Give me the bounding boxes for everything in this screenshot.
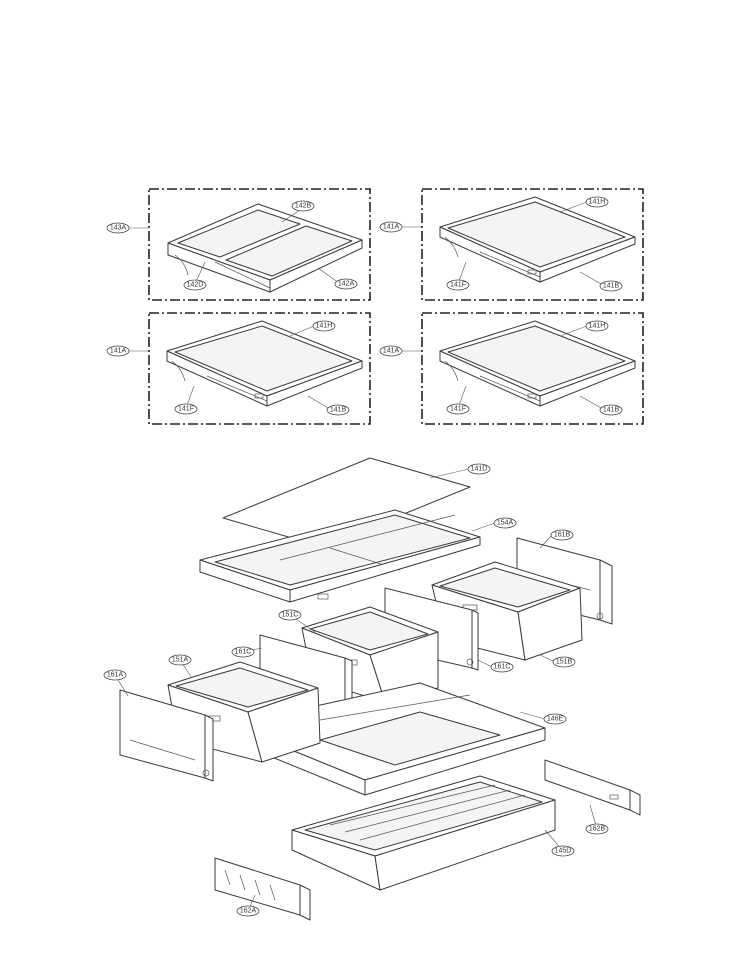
- callout-label: 141F: [450, 406, 466, 413]
- callout-142a: 142A: [334, 278, 358, 290]
- callout-label: 141H: [589, 323, 606, 330]
- callout-label: 143A: [110, 225, 127, 232]
- callout-label: 162B: [589, 826, 606, 833]
- callout-label: 145D: [555, 848, 572, 855]
- callout-label: 141H: [589, 199, 606, 206]
- bottom-tray: [291, 775, 556, 891]
- shelf-assembly-frame-top-right: [421, 188, 644, 301]
- callout-145d: 145D: [551, 845, 575, 857]
- callout-label: 161B: [554, 532, 571, 539]
- callout-label: 142D: [187, 282, 204, 289]
- callout-label: 141B: [603, 283, 620, 290]
- crisper-base-frame: [229, 682, 546, 796]
- callout-161c: 161C: [490, 661, 514, 673]
- callout-154a: 154A: [493, 517, 517, 529]
- callout-141b: 141B: [599, 404, 623, 416]
- glass-shelf-assembly: [439, 196, 636, 283]
- shelf-assembly-frame-middle-left: [148, 312, 371, 425]
- callout-141f: 141F: [174, 403, 198, 415]
- callout-label: 141B: [330, 407, 347, 414]
- callout-162b: 162B: [585, 823, 609, 835]
- callout-label: 161C: [235, 649, 252, 656]
- callout-label: 151C: [282, 612, 299, 619]
- callout-label: 151A: [172, 657, 189, 664]
- callout-label: 161C: [494, 664, 511, 671]
- callout-141b: 141B: [599, 280, 623, 292]
- callout-161a: 161A: [103, 669, 127, 681]
- callout-151c: 151C: [278, 609, 302, 621]
- callout-161c: 161C: [231, 646, 255, 658]
- callout-141a: 141A: [379, 221, 403, 233]
- callout-141d: 141D: [467, 463, 491, 475]
- crisper-drawer-left: [167, 661, 321, 763]
- callout-141f: 141F: [446, 403, 470, 415]
- callout-142b: 142B: [291, 200, 315, 212]
- callout-label: 142B: [295, 203, 312, 210]
- callout-label: 141F: [450, 282, 466, 289]
- drawer-side-panel-left: [119, 689, 214, 782]
- callout-label: 142A: [338, 281, 355, 288]
- callout-146e: 146E: [543, 713, 567, 725]
- glass-shelf-assembly: [439, 320, 636, 407]
- callout-141h: 141H: [585, 320, 609, 332]
- callout-141a: 141A: [379, 345, 403, 357]
- callout-141b: 141B: [326, 404, 350, 416]
- callout-label: 141B: [603, 407, 620, 414]
- callout-label: 141A: [383, 348, 400, 355]
- split-shelf-assembly: [167, 203, 363, 293]
- drawer-rail-right: [544, 759, 641, 816]
- crisper-cover-frame: [199, 509, 481, 603]
- callout-143a: 143A: [106, 222, 130, 234]
- callout-141f: 141F: [446, 279, 470, 291]
- drawer-rail-left: [214, 857, 311, 921]
- callout-label: 141F: [178, 406, 194, 413]
- callout-142d: 142D: [183, 279, 207, 291]
- callout-label: 162A: [240, 908, 257, 915]
- callout-label: 154A: [497, 520, 514, 527]
- glass-shelf-assembly: [166, 320, 363, 407]
- shelf-assembly-frame-143a: [148, 188, 371, 301]
- callout-141a: 141A: [106, 345, 130, 357]
- callout-label: 141A: [110, 348, 127, 355]
- callout-label: 141H: [316, 323, 333, 330]
- callout-label: 146E: [547, 716, 564, 723]
- callout-161b: 161B: [550, 529, 574, 541]
- callout-151a: 151A: [168, 654, 192, 666]
- callout-label: 141D: [471, 466, 488, 473]
- callout-label: 141A: [383, 224, 400, 231]
- shelf-assembly-frame-middle-right: [421, 312, 644, 425]
- callout-141h: 141H: [312, 320, 336, 332]
- callout-151b: 151B: [552, 656, 576, 668]
- callout-label: 151B: [556, 659, 573, 666]
- callout-141h: 141H: [585, 196, 609, 208]
- callout-label: 161A: [107, 672, 124, 679]
- callout-162a: 162A: [236, 905, 260, 917]
